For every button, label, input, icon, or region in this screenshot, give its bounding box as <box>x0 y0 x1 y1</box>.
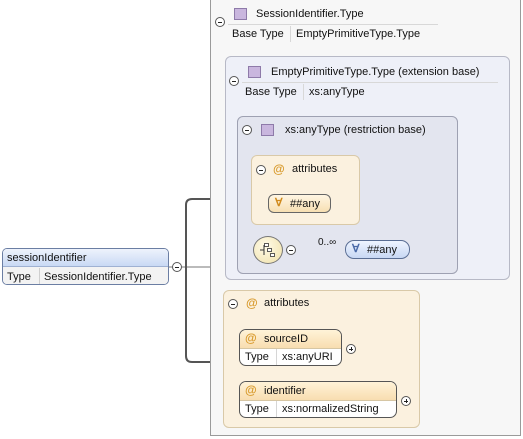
collapse-session-type-icon[interactable] <box>215 17 225 27</box>
restriction-attributes-label: attributes <box>292 163 338 175</box>
collapse-extension-icon[interactable] <box>229 76 239 86</box>
session-type-base-value: EmptyPrimitiveType.Type <box>296 28 421 40</box>
attribute-sourceid-type-value: xs:anyURI <box>282 351 333 363</box>
cardinality-label: 0..∞ <box>318 237 337 248</box>
at-sign-icon: @ <box>245 331 257 345</box>
collapse-session-identifier-icon[interactable] <box>172 262 182 272</box>
session-identifier-name: sessionIdentifier <box>7 252 87 264</box>
attribute-identifier-name: identifier <box>264 385 306 397</box>
any-element-label: ##any <box>367 244 397 256</box>
at-sign-icon: @ <box>246 296 258 310</box>
any-attribute[interactable] <box>268 194 331 213</box>
divider <box>242 82 498 83</box>
divider <box>290 26 291 42</box>
divider <box>276 401 277 417</box>
divider <box>228 24 438 25</box>
for-all-icon: ∀ <box>352 243 360 255</box>
collapse-attributes-icon[interactable] <box>228 299 238 309</box>
expand-sourceid-icon[interactable] <box>346 344 356 354</box>
collapse-restriction-attributes-icon[interactable] <box>256 165 266 175</box>
at-sign-icon: @ <box>245 383 257 397</box>
any-element[interactable] <box>345 240 410 259</box>
attribute-identifier-type-value: xs:normalizedString <box>282 403 379 415</box>
attribute-identifier-type-label: Type <box>245 403 269 415</box>
attribute-identifier[interactable] <box>239 381 397 418</box>
attribute-sourceid[interactable] <box>239 329 342 366</box>
complex-type-square-icon <box>234 8 247 20</box>
expand-identifier-icon[interactable] <box>401 396 411 406</box>
sequence-compositor-icon <box>260 243 275 257</box>
extension-base-label: Base Type <box>245 86 297 98</box>
connector-bracket <box>185 198 239 363</box>
at-sign-icon: @ <box>273 162 285 176</box>
attribute-sourceid-type-label: Type <box>245 351 269 363</box>
session-identifier-element[interactable] <box>2 248 169 285</box>
divider <box>303 84 304 100</box>
divider <box>39 268 40 284</box>
divider <box>240 348 341 349</box>
for-all-icon: ∀ <box>275 197 283 209</box>
collapse-sequence-icon[interactable] <box>286 245 296 255</box>
session-identifier-type-value: SessionIdentifier.Type <box>44 271 152 283</box>
extension-name: EmptyPrimitiveType.Type (extension base) <box>271 66 480 78</box>
restriction-attributes-group <box>251 155 360 225</box>
complex-type-square-icon <box>248 66 261 78</box>
complex-type-square-icon <box>261 124 274 136</box>
divider <box>240 400 396 401</box>
divider <box>276 349 277 365</box>
session-type-base-label: Base Type <box>232 28 284 40</box>
element-header <box>3 249 168 267</box>
collapse-restriction-icon[interactable] <box>242 125 252 135</box>
type-row <box>3 267 168 284</box>
any-attribute-label: ##any <box>290 198 320 210</box>
attributes-label: attributes <box>264 297 310 309</box>
extension-base-value: xs:anyType <box>309 86 365 98</box>
attribute-sourceid-name: sourceID <box>264 333 309 345</box>
restriction-name: xs:anyType (restriction base) <box>285 124 426 136</box>
attribute-header <box>240 330 341 348</box>
attribute-header <box>240 382 396 400</box>
session-type-name: SessionIdentifier.Type <box>256 8 364 20</box>
session-identifier-type-label: Type <box>7 271 31 283</box>
